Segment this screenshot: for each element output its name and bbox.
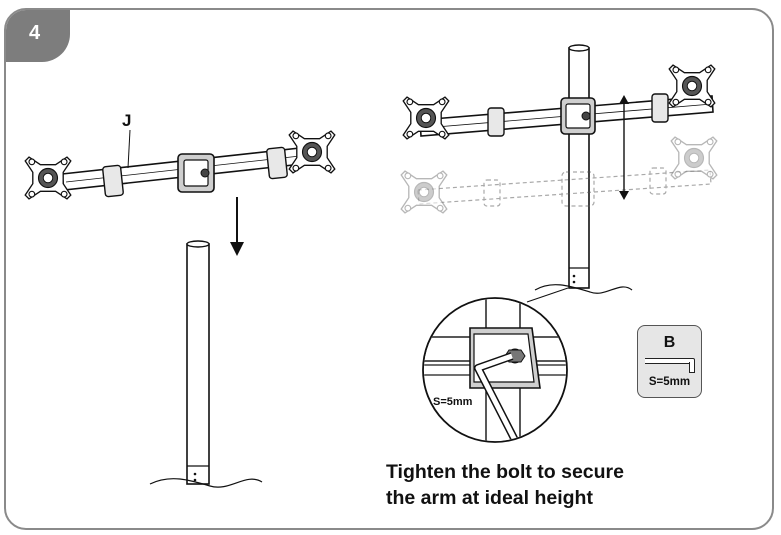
hex-key-tool-card: B S=5mm xyxy=(637,325,702,398)
step-panel: 4 xyxy=(4,8,774,530)
hex-key-icon xyxy=(645,358,695,373)
pole-right xyxy=(534,44,633,294)
pole-left xyxy=(149,240,263,488)
detail-size-label: S=5mm xyxy=(433,396,473,408)
detail-magnifier xyxy=(422,287,569,443)
step-number: 4 xyxy=(29,22,41,44)
step-badge: 4 xyxy=(6,10,70,62)
part-label-j: J xyxy=(122,111,132,130)
caption-line-1: Tighten the bolt to secure xyxy=(386,461,624,483)
instruction-caption: Tighten the bolt to secure the arm at id… xyxy=(386,459,624,511)
arm-assembly-left xyxy=(24,129,336,200)
tool-size: S=5mm xyxy=(648,376,691,388)
down-arrow-icon xyxy=(230,197,244,256)
arm-assembly-right xyxy=(402,64,716,140)
height-adjust-arrow-icon xyxy=(619,95,629,200)
arm-ghost-position xyxy=(400,136,718,214)
tool-letter: B xyxy=(663,334,676,351)
caption-line-2: the arm at ideal height xyxy=(386,487,593,509)
